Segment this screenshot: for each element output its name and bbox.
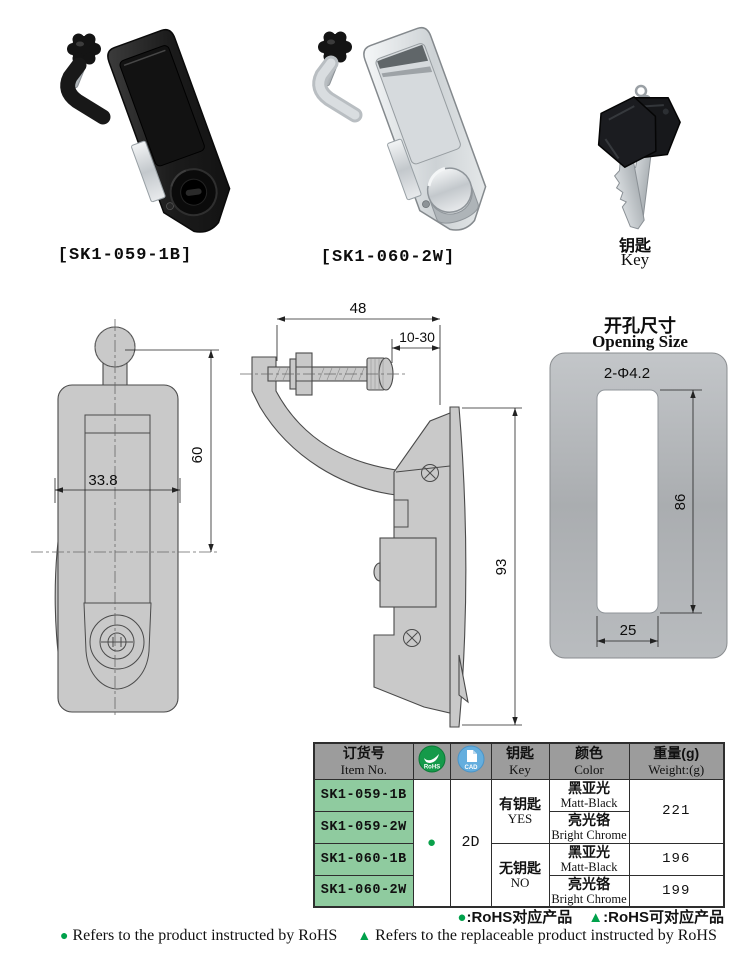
header-weight: 重量(g) Weight:(g) xyxy=(628,742,725,780)
dim-height-front: 60 xyxy=(189,447,206,464)
table-row: SK1-060-2W 亮光铬 Bright Chrome 199 xyxy=(313,874,725,908)
svg-text:CAD: CAD xyxy=(464,765,478,771)
color-cell: 亮光铬 Bright Chrome xyxy=(548,810,630,844)
dim-depth-side: 48 xyxy=(350,300,367,317)
key-photo-label-cn: 钥匙 xyxy=(618,238,651,255)
svg-text:RoHS: RoHS xyxy=(423,764,439,770)
color-cell: 黑亚光 Matt-Black xyxy=(548,778,630,812)
latch-hook xyxy=(60,57,111,125)
header-rohs: RoHS xyxy=(412,742,451,780)
photo-black-latch xyxy=(60,28,231,233)
rohs-badge-icon: RoHS xyxy=(418,745,445,773)
front-view-drawing: 33.8 60 xyxy=(31,319,219,715)
cutout-rect xyxy=(596,389,659,614)
side-view-drawing: 48 10-30 xyxy=(240,300,522,728)
key-front xyxy=(597,96,657,230)
weight-cell: 199 xyxy=(628,874,725,908)
key-ring-icon xyxy=(634,84,648,98)
latch-body xyxy=(107,28,231,233)
photo-keys xyxy=(597,84,681,230)
opening-size-title-cn: 开孔尺寸 xyxy=(604,316,676,336)
table-row: SK1-059-2W 亮光铬 Bright Chrome xyxy=(313,810,724,844)
header-color: 颜色 Color xyxy=(548,742,630,780)
header-cad: CAD xyxy=(449,742,492,780)
weight-cell: 221 xyxy=(628,778,725,844)
product-label-left: [SK1-059-1B] xyxy=(57,246,193,265)
item-code-cell: SK1-059-2W xyxy=(313,810,414,844)
header-item-no: 订货号 Item No. xyxy=(313,742,414,780)
photo-chrome-latch xyxy=(312,26,487,231)
footnote-en: ● Refers to the product instructed by Ro… xyxy=(60,927,717,944)
dim-clamp-range: 10-30 xyxy=(399,329,435,345)
weight-cell: 196 xyxy=(628,842,725,876)
rohs-dot-legend: ● xyxy=(457,909,467,926)
dim-height-side: 93 xyxy=(493,559,510,576)
rohs-dot: ● xyxy=(426,833,437,851)
key-no-cell: 无钥匙 NO xyxy=(490,842,550,908)
table-row: SK1-060-1B 无钥匙 NO 黑亚光 Matt-Black 196 xyxy=(313,842,725,908)
dim-opening-width: 25 xyxy=(620,622,637,639)
dim-opening-height: 86 xyxy=(672,494,689,511)
cad-badge-icon: CAD xyxy=(457,745,484,773)
color-cell: 黑亚光 Matt-Black xyxy=(548,842,630,876)
rohs-dot-legend: ● xyxy=(60,929,69,944)
dim-holes: 2-Φ4.2 xyxy=(604,365,650,382)
spec-table: 订货号 Item No. RoHS CAD 钥匙 xyxy=(313,742,725,908)
header-key: 钥匙 Key xyxy=(490,742,550,780)
item-code-cell: SK1-060-1B xyxy=(313,842,414,876)
key-photo-label-en: Key xyxy=(620,250,650,269)
table-row: SK1-059-1B ● 2D 有钥匙 YES 黑亚光 Matt-Black 2… xyxy=(313,778,725,908)
item-code-cell: SK1-059-1B xyxy=(313,778,414,812)
dim-width-front: 33.8 xyxy=(88,472,117,489)
item-code-cell: SK1-060-2W xyxy=(313,874,414,908)
rohs-triangle-legend: ▲ xyxy=(588,909,604,926)
rohs-mark-cell: ● xyxy=(412,778,451,908)
key-yes-cell: 有钥匙 YES xyxy=(490,778,550,844)
opening-size-title-en: Opening Size xyxy=(592,332,688,351)
cad-value-cell: 2D xyxy=(449,778,492,908)
opening-size-drawing: 2-Φ4.2 86 25 xyxy=(549,352,728,659)
product-label-right: [SK1-060-2W] xyxy=(320,248,456,267)
table-header-row: 订货号 Item No. RoHS CAD 钥匙 xyxy=(313,742,725,780)
footnote-cn: ●:RoHS对应产品 ▲:RoHS可对应产品 xyxy=(457,909,724,926)
latch-body xyxy=(363,26,487,231)
color-cell: 亮光铬 Bright Chrome xyxy=(548,874,630,908)
rohs-triangle-legend: ▲ xyxy=(357,929,372,944)
